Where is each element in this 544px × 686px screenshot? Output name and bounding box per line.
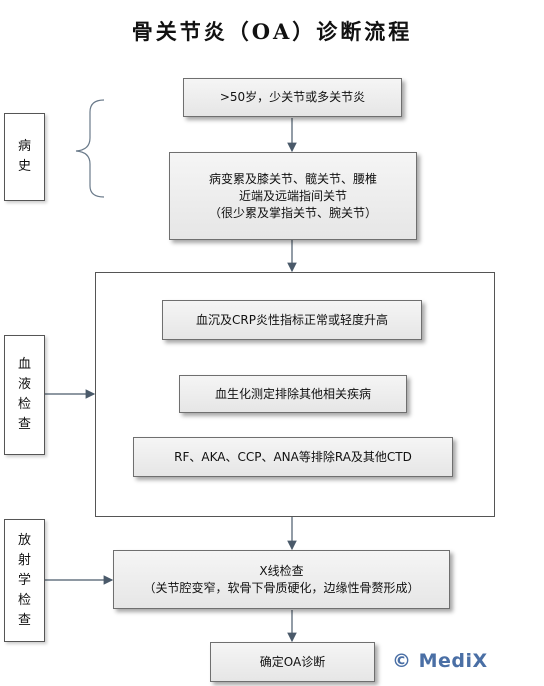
- step-biochemistry: 血生化测定排除其他相关疾病: [179, 375, 407, 413]
- side-label-blood: 血液检查: [4, 335, 45, 455]
- step-age: >50岁，少关节或多关节炎: [183, 78, 402, 117]
- step-esr-crp: 血沉及CRP炎性指标正常或轻度升高: [162, 300, 422, 340]
- page-title: 骨关节炎（OA）诊断流程: [131, 19, 413, 44]
- side-label-imaging: 放射学检查: [4, 519, 45, 642]
- step-joints: 病变累及膝关节、髋关节、腰椎 近端及远端指间关节 （很少累及掌指关节、腕关节）: [169, 152, 417, 240]
- step-antibodies: RF、AKA、CCP、ANA等排除RA及其他CTD: [133, 437, 453, 477]
- step-xray: X线检查 （关节腔变窄，软骨下骨质硬化，边缘性骨赘形成）: [113, 550, 450, 609]
- watermark: © MediX: [392, 650, 488, 672]
- step-diagnosis: 确定OA诊断: [210, 642, 375, 682]
- history-brace: [75, 99, 105, 198]
- side-label-history: 病史: [4, 113, 45, 201]
